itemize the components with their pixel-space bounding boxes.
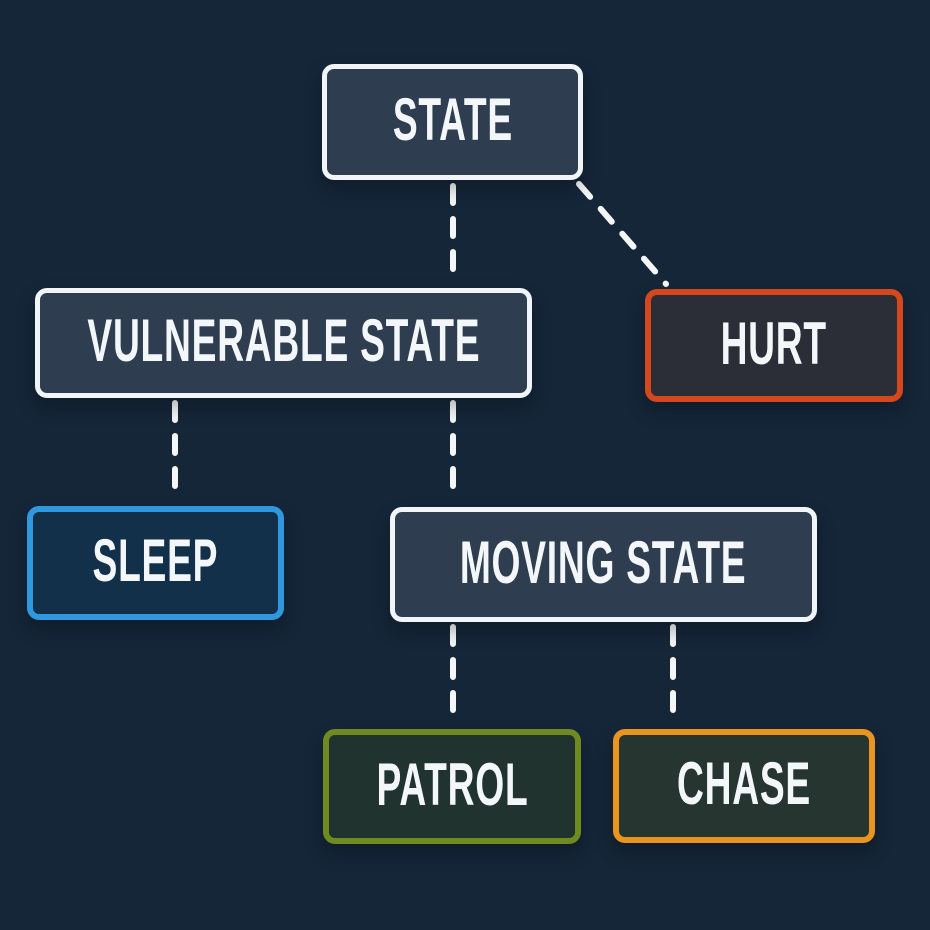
node-moving-state-label: MOVING STATE	[460, 528, 747, 596]
node-patrol: PATROL	[323, 729, 581, 844]
node-vulnerable-state-label: VULNERABLE STATE	[87, 307, 480, 374]
node-state-label: STATE	[392, 86, 513, 153]
node-sleep-label: SLEEP	[92, 527, 219, 594]
node-chase: CHASE	[613, 729, 875, 843]
node-hurt-label: HURT	[720, 309, 828, 377]
node-patrol-label: PATROL	[376, 750, 528, 818]
node-state: STATE	[322, 64, 583, 180]
node-sleep: SLEEP	[27, 506, 284, 620]
edge-state-hurt	[576, 181, 669, 287]
node-hurt: HURT	[645, 289, 903, 402]
node-chase-label: CHASE	[677, 750, 811, 817]
node-moving-state: MOVING STATE	[390, 507, 817, 622]
node-vulnerable-state: VULNERABLE STATE	[35, 288, 532, 398]
